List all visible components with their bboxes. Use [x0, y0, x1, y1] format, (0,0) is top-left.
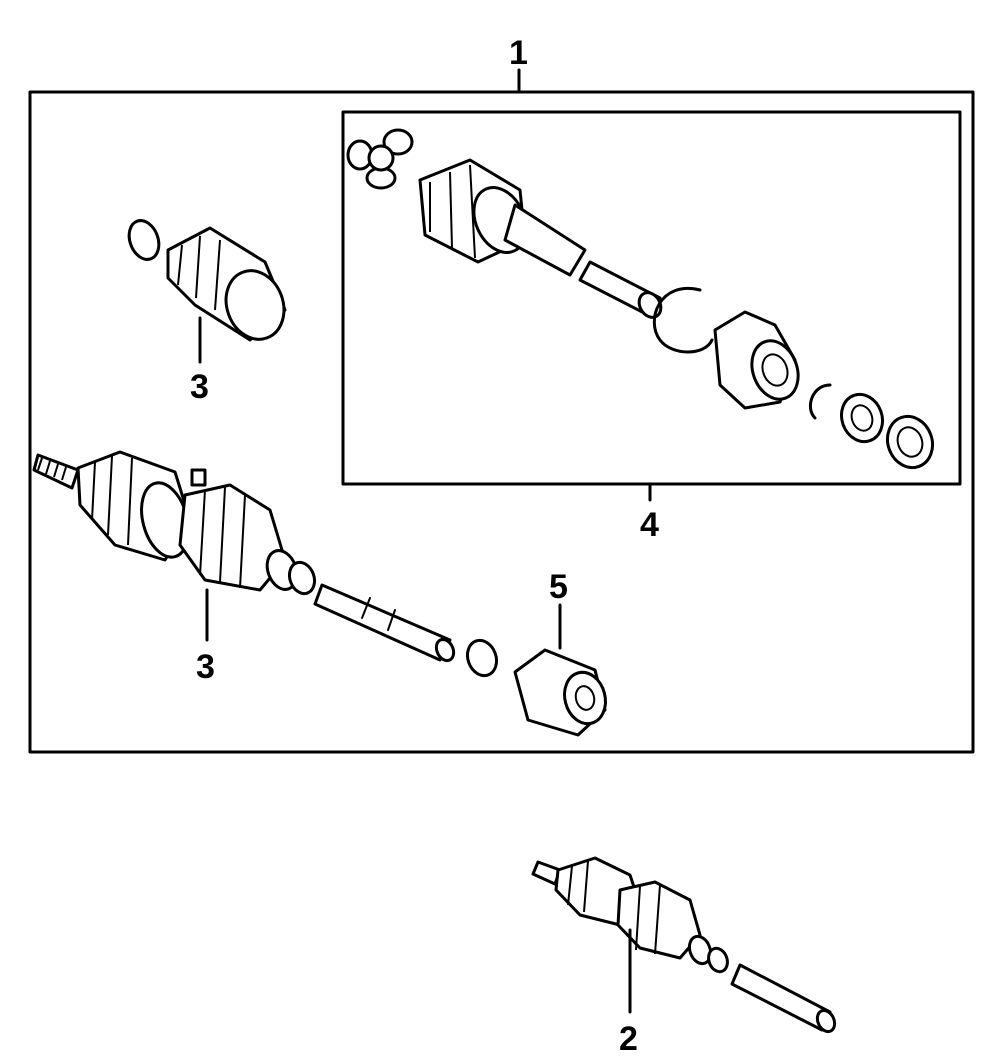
complete-axle: [531, 856, 837, 1034]
callout-3b: 3: [196, 648, 215, 686]
boot-clamp-mid: [287, 560, 317, 596]
inner-kit-parts: [346, 128, 935, 470]
inner-boot: [713, 310, 800, 410]
boot-kit: [127, 219, 287, 342]
assembly-frame: [28, 90, 975, 754]
retaining-ring: [809, 383, 832, 420]
axle-assembly: [32, 450, 456, 663]
damper-clamp: [465, 638, 499, 678]
joint-housing: [418, 158, 587, 277]
boot-clamp-large: [224, 269, 286, 341]
bearing: [839, 392, 885, 444]
callout-3a: 3: [190, 368, 209, 406]
seal: [885, 414, 935, 470]
tripod-joint: [346, 128, 414, 190]
damper: [513, 648, 607, 737]
boot-clamp-main: [190, 468, 207, 487]
axle-shaft: [313, 583, 452, 662]
callout-5: 5: [549, 568, 568, 606]
callout-1: 1: [509, 34, 528, 72]
snap-ring: [652, 286, 714, 354]
callout-4: 4: [640, 506, 659, 544]
boot-clamp-small: [127, 219, 161, 261]
callout-2: 2: [619, 1020, 638, 1058]
